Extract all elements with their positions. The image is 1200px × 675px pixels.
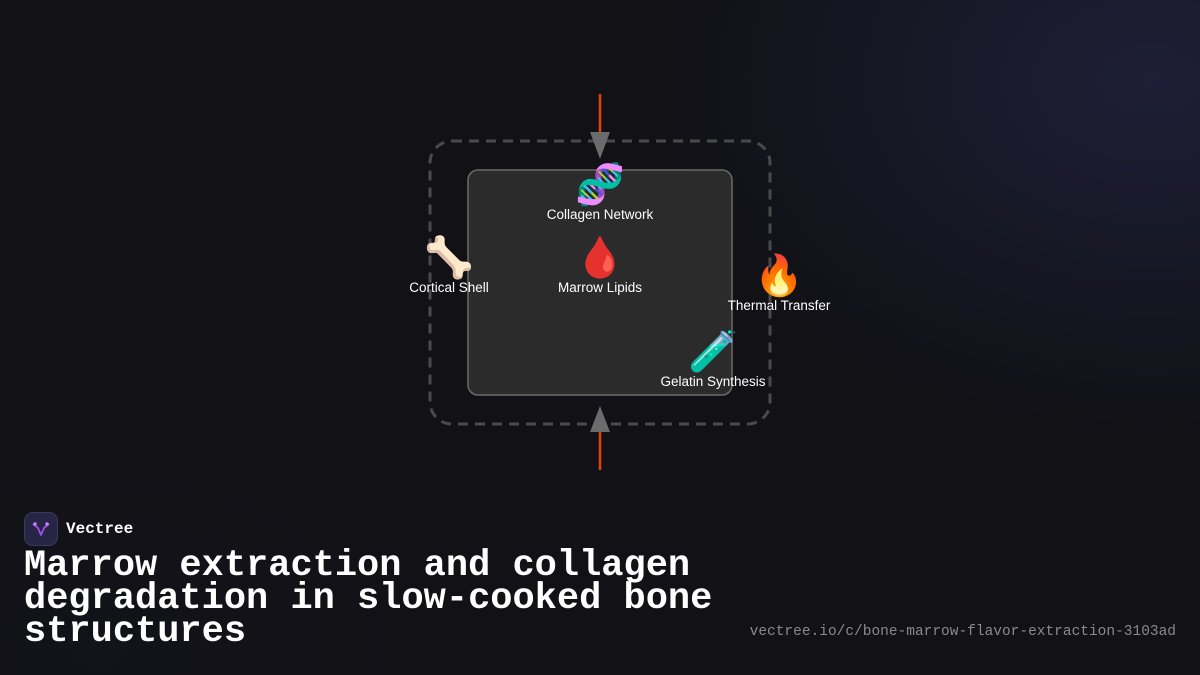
brand: Vectree [24, 512, 133, 546]
node-label: Cortical Shell [409, 280, 489, 295]
node-gelatin-synthesis: 🧪 Gelatin Synthesis [660, 330, 765, 390]
brand-name: Vectree [66, 520, 134, 538]
node-label: Collagen Network [546, 207, 654, 222]
node-label: Thermal Transfer [727, 298, 831, 313]
vectree-logo-icon [24, 512, 58, 546]
fire-icon: 🔥 [754, 253, 804, 299]
bone-icon: 🦴 [424, 235, 474, 281]
node-label: Gelatin Synthesis [660, 374, 766, 389]
node-marrow-lipids: 🩸 Marrow Lipids [558, 236, 642, 296]
top-arrowhead [590, 132, 610, 159]
blood-drop-icon: 🩸 [575, 235, 625, 281]
node-label: Marrow Lipids [557, 280, 643, 295]
page-title: Marrow extraction and collagen degradati… [24, 545, 713, 653]
node-collagen-network: 🧬 Collagen Network [547, 163, 654, 223]
bottom-arrowhead [590, 406, 610, 432]
dna-icon: 🧬 [575, 162, 625, 208]
inner-bone-box [467, 169, 733, 396]
test-tube-icon: 🧪 [688, 329, 738, 375]
node-cortical-shell: 🦴 Cortical Shell [409, 236, 489, 296]
node-thermal-transfer: 🔥 Thermal Transfer [728, 254, 831, 314]
source-url[interactable]: vectree.io/c/bone-marrow-flavor-extracti… [749, 624, 1176, 640]
